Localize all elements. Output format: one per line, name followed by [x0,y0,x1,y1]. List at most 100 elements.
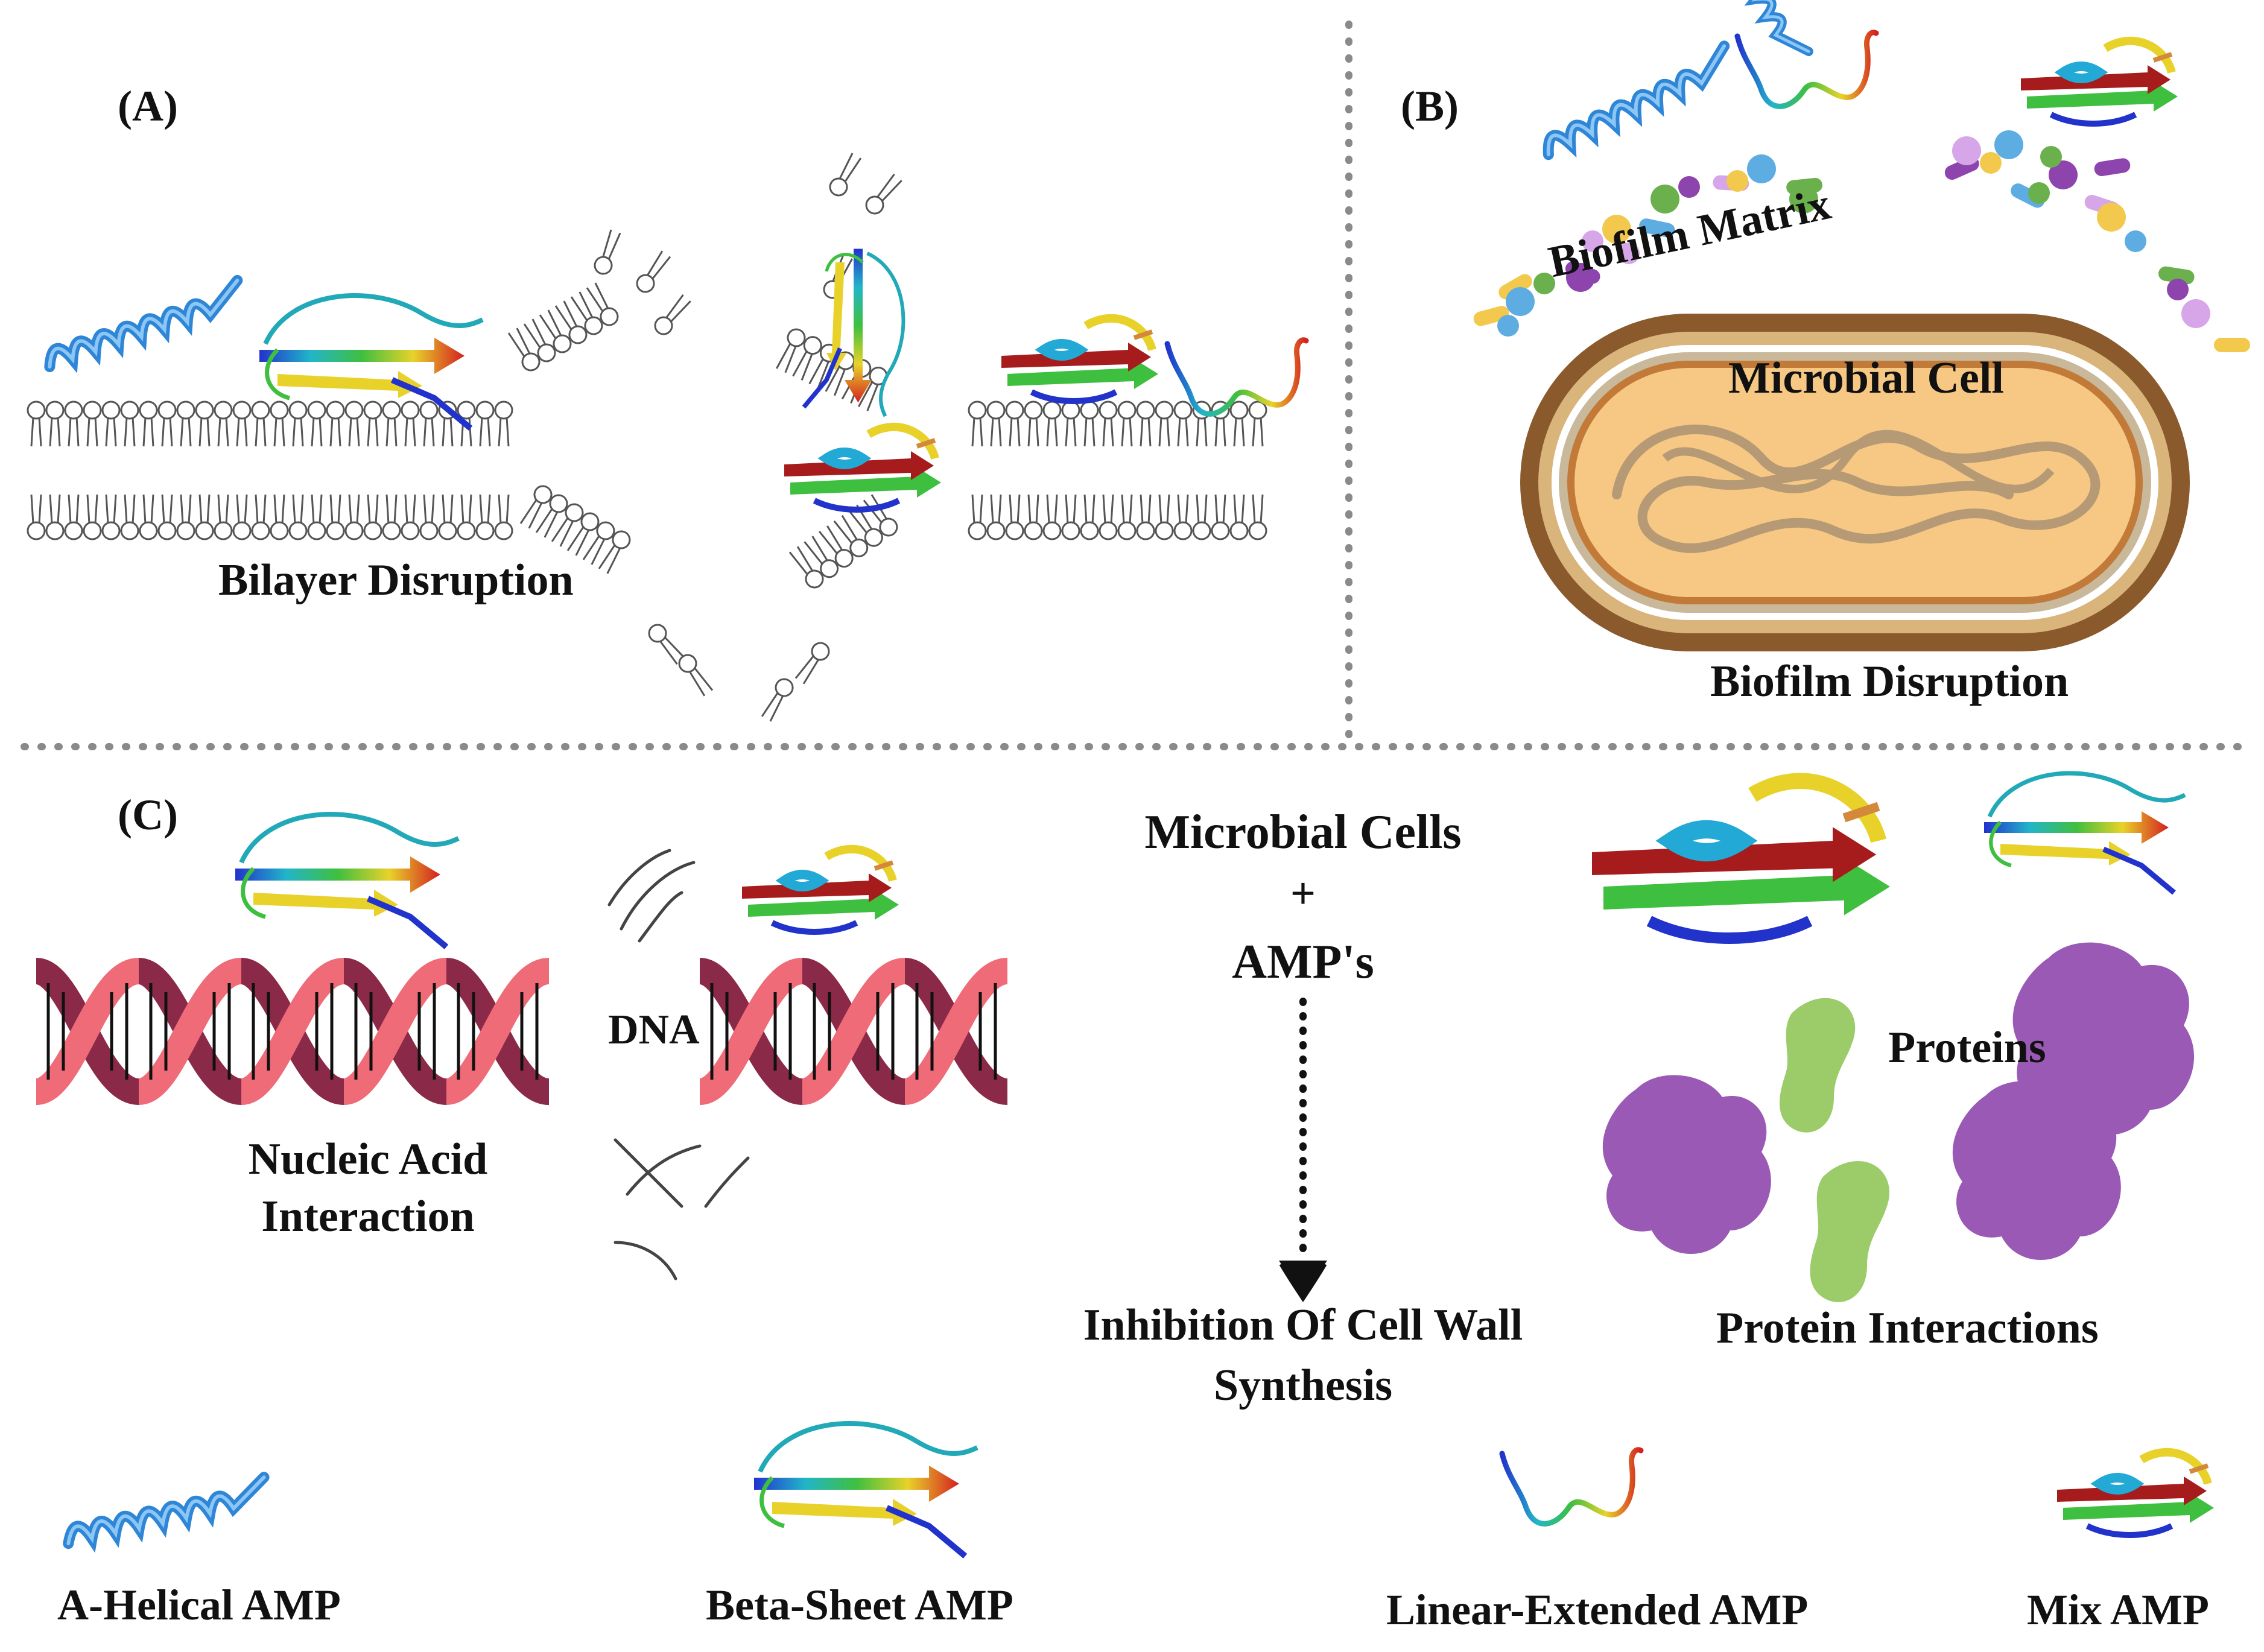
lipid-top [157,400,177,448]
legend-mix-icon [2057,1452,2214,1535]
lipid-bottom [494,493,513,540]
lipid-bottom [1117,493,1137,540]
lipid-bottom [986,493,1006,540]
lipid-bottom [307,493,326,540]
lipid-top [1117,400,1137,448]
lipid-bottom [1173,493,1193,540]
lipid-top [120,400,139,448]
lipid-top [83,400,102,448]
lipid-bottom [401,493,420,540]
mix-amp-icon [784,427,941,510]
matrix-particle [2214,338,2250,352]
lipid-bottom [1248,493,1267,540]
lipid-bottom [968,493,987,540]
lipid-top [1173,400,1193,448]
lipid-top [344,400,364,448]
lipid-bottom [1192,493,1211,540]
matrix-particle [2181,299,2210,328]
lipid-top [214,400,233,448]
nucleic-acid-label-line1: Nucleic Acid [248,1135,488,1184]
lipid-top [1080,400,1099,448]
lipid-top [307,400,326,448]
lipid-bottom [214,493,233,540]
dna-helix-left [36,971,549,1092]
lipid-bottom [475,493,495,540]
matrix-particle [1747,154,1776,183]
lipid-bottom [288,493,308,540]
lipid-top [363,400,382,448]
lipid-bottom [1024,493,1043,540]
panel-a-letter: (A) [118,82,178,130]
matrix-particle [1506,287,1535,316]
matrix-particle [1498,274,1532,300]
matrix-particle [1618,242,1640,264]
lipid-top [1155,400,1174,448]
lipid-top [270,400,289,448]
matrix-particle [1789,185,1818,214]
lipid-top [1061,400,1080,448]
lipid-top [1229,400,1249,448]
lipid-top [968,400,987,448]
lipid-bottom [1155,493,1174,540]
lipid-top [232,400,252,448]
panel-c-letter: (C) [118,791,178,839]
helical-amp-icon-b [1538,46,1734,154]
matrix-particle [1497,315,1519,337]
lipid-top [401,400,420,448]
lipid-bottom [363,493,382,540]
lipid-bottom [176,493,195,540]
legend-beta-icon [754,1423,977,1556]
matrix-particle [1533,273,1555,294]
lipid-bottom [457,493,476,540]
panel-dividers [21,21,2248,750]
matrix-particle [1650,185,1679,214]
matrix-particle [2097,203,2126,232]
lipid-bottom [344,493,364,540]
matrix-particle [1639,218,1675,238]
mix-amp-icon-b [2021,41,2178,124]
lipid-top [27,400,46,448]
proteins-label: Proteins [1888,1023,2046,1072]
matrix-particle [2158,266,2195,285]
lipid-top [1042,400,1062,448]
beta-sheet-amp-pore-icon [804,249,904,417]
matrix-particle [1727,170,1748,192]
lipid-bottom [438,493,457,540]
matrix-particle [1678,176,1700,198]
lipid-bottom [1080,493,1099,540]
lipid-top [176,400,195,448]
legend-beta-label: Beta-Sheet AMP [706,1581,1013,1629]
lipid-bottom [232,493,252,540]
helical-amp-icon [42,280,245,367]
matrix-particle [1602,215,1631,244]
matrix-particle [2167,279,2189,300]
lipid-bottom [251,493,270,540]
lipid-top [326,400,345,448]
microbial-cell-icon [1520,314,2190,651]
nucleic-acid-label-line2: Interaction [261,1192,475,1241]
mix-amp-surface-icon [1001,318,1158,401]
matrix-particle [1952,136,1981,165]
legend-linear-icon [1502,1450,1641,1524]
matrix-particle [1566,263,1595,292]
lipid-top [494,400,513,448]
lipid-bottom [83,493,102,540]
panel-b-letter: (B) [1401,82,1459,130]
microbial-cell-label: Microbial Cell [1728,353,2004,403]
matrix-particle [2040,146,2062,168]
lipid-bottom [1061,493,1080,540]
linear-amp-icon-b [1737,33,1876,107]
lipid-bottom [382,493,401,540]
lipid-top [475,400,495,448]
inhibition-label-line2: Synthesis [1213,1361,1393,1410]
membrane-bilayer-left [27,400,513,540]
inhibition-label-line1: Inhibition Of Cell Wall [1083,1300,1523,1350]
lipid-top [101,400,121,448]
proteins-icons [1602,942,2195,1303]
bilayer-disruption-caption: Bilayer Disruption [218,555,574,605]
lipid-bottom [195,493,214,540]
lipid-bottom [101,493,121,540]
lipid-bottom [120,493,139,540]
lipid-bottom [27,493,46,540]
legend-linear-label: Linear-Extended AMP [1386,1586,1809,1634]
